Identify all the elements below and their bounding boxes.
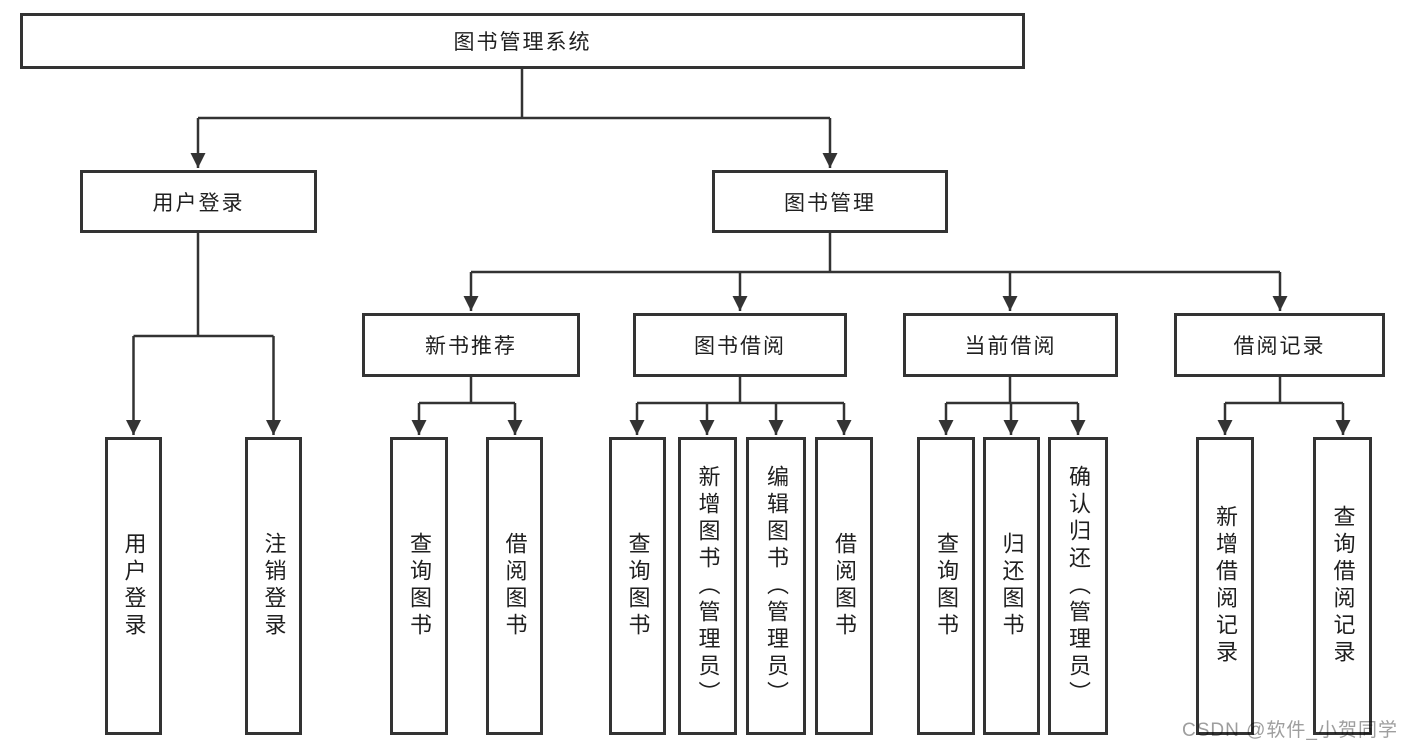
edge-borrowrecord-split: [1225, 377, 1343, 405]
leaf-user-login: 用户登录: [105, 437, 162, 735]
leaf-nb-borrow-book: 借阅图书: [486, 437, 543, 735]
node-book-borrow: 图书借阅: [633, 313, 847, 377]
node-current-borrow: 当前借阅: [903, 313, 1118, 377]
leaf-br-query-record: 查询借阅记录: [1313, 437, 1372, 735]
leaf-br-add-record: 新增借阅记录: [1196, 437, 1254, 735]
leaf-cb-query-book: 查询图书: [917, 437, 975, 735]
leaf-cb-confirm-return-admin: 确认归还（管理员）: [1048, 437, 1108, 735]
leaf-cb-return-book: 归还图书: [983, 437, 1040, 735]
edge-currentborrow-split: [946, 377, 1078, 405]
edge-newbook-split: [419, 377, 515, 405]
node-book-management: 图书管理: [712, 170, 948, 233]
leaf-logout: 注销登录: [245, 437, 302, 735]
node-root: 图书管理系统: [20, 13, 1025, 69]
leaf-bb-borrow-book: 借阅图书: [815, 437, 873, 735]
edge-root-split: [198, 69, 830, 120]
edge-bookborrow-split: [637, 377, 844, 405]
node-borrow-record: 借阅记录: [1174, 313, 1385, 377]
node-new-book-recommend: 新书推荐: [362, 313, 580, 377]
leaf-bb-edit-book-admin: 编辑图书（管理员）: [746, 437, 806, 735]
edge-userlogin-split: [133, 233, 274, 338]
leaf-nb-query-book: 查询图书: [390, 437, 448, 735]
leaf-bb-add-book-admin: 新增图书（管理员）: [678, 437, 737, 735]
watermark: CSDN @软件_小贺同学: [1182, 720, 1398, 741]
leaf-bb-query-book: 查询图书: [609, 437, 666, 735]
node-user-login: 用户登录: [80, 170, 317, 233]
edge-bookmgmt-split: [471, 233, 1280, 274]
